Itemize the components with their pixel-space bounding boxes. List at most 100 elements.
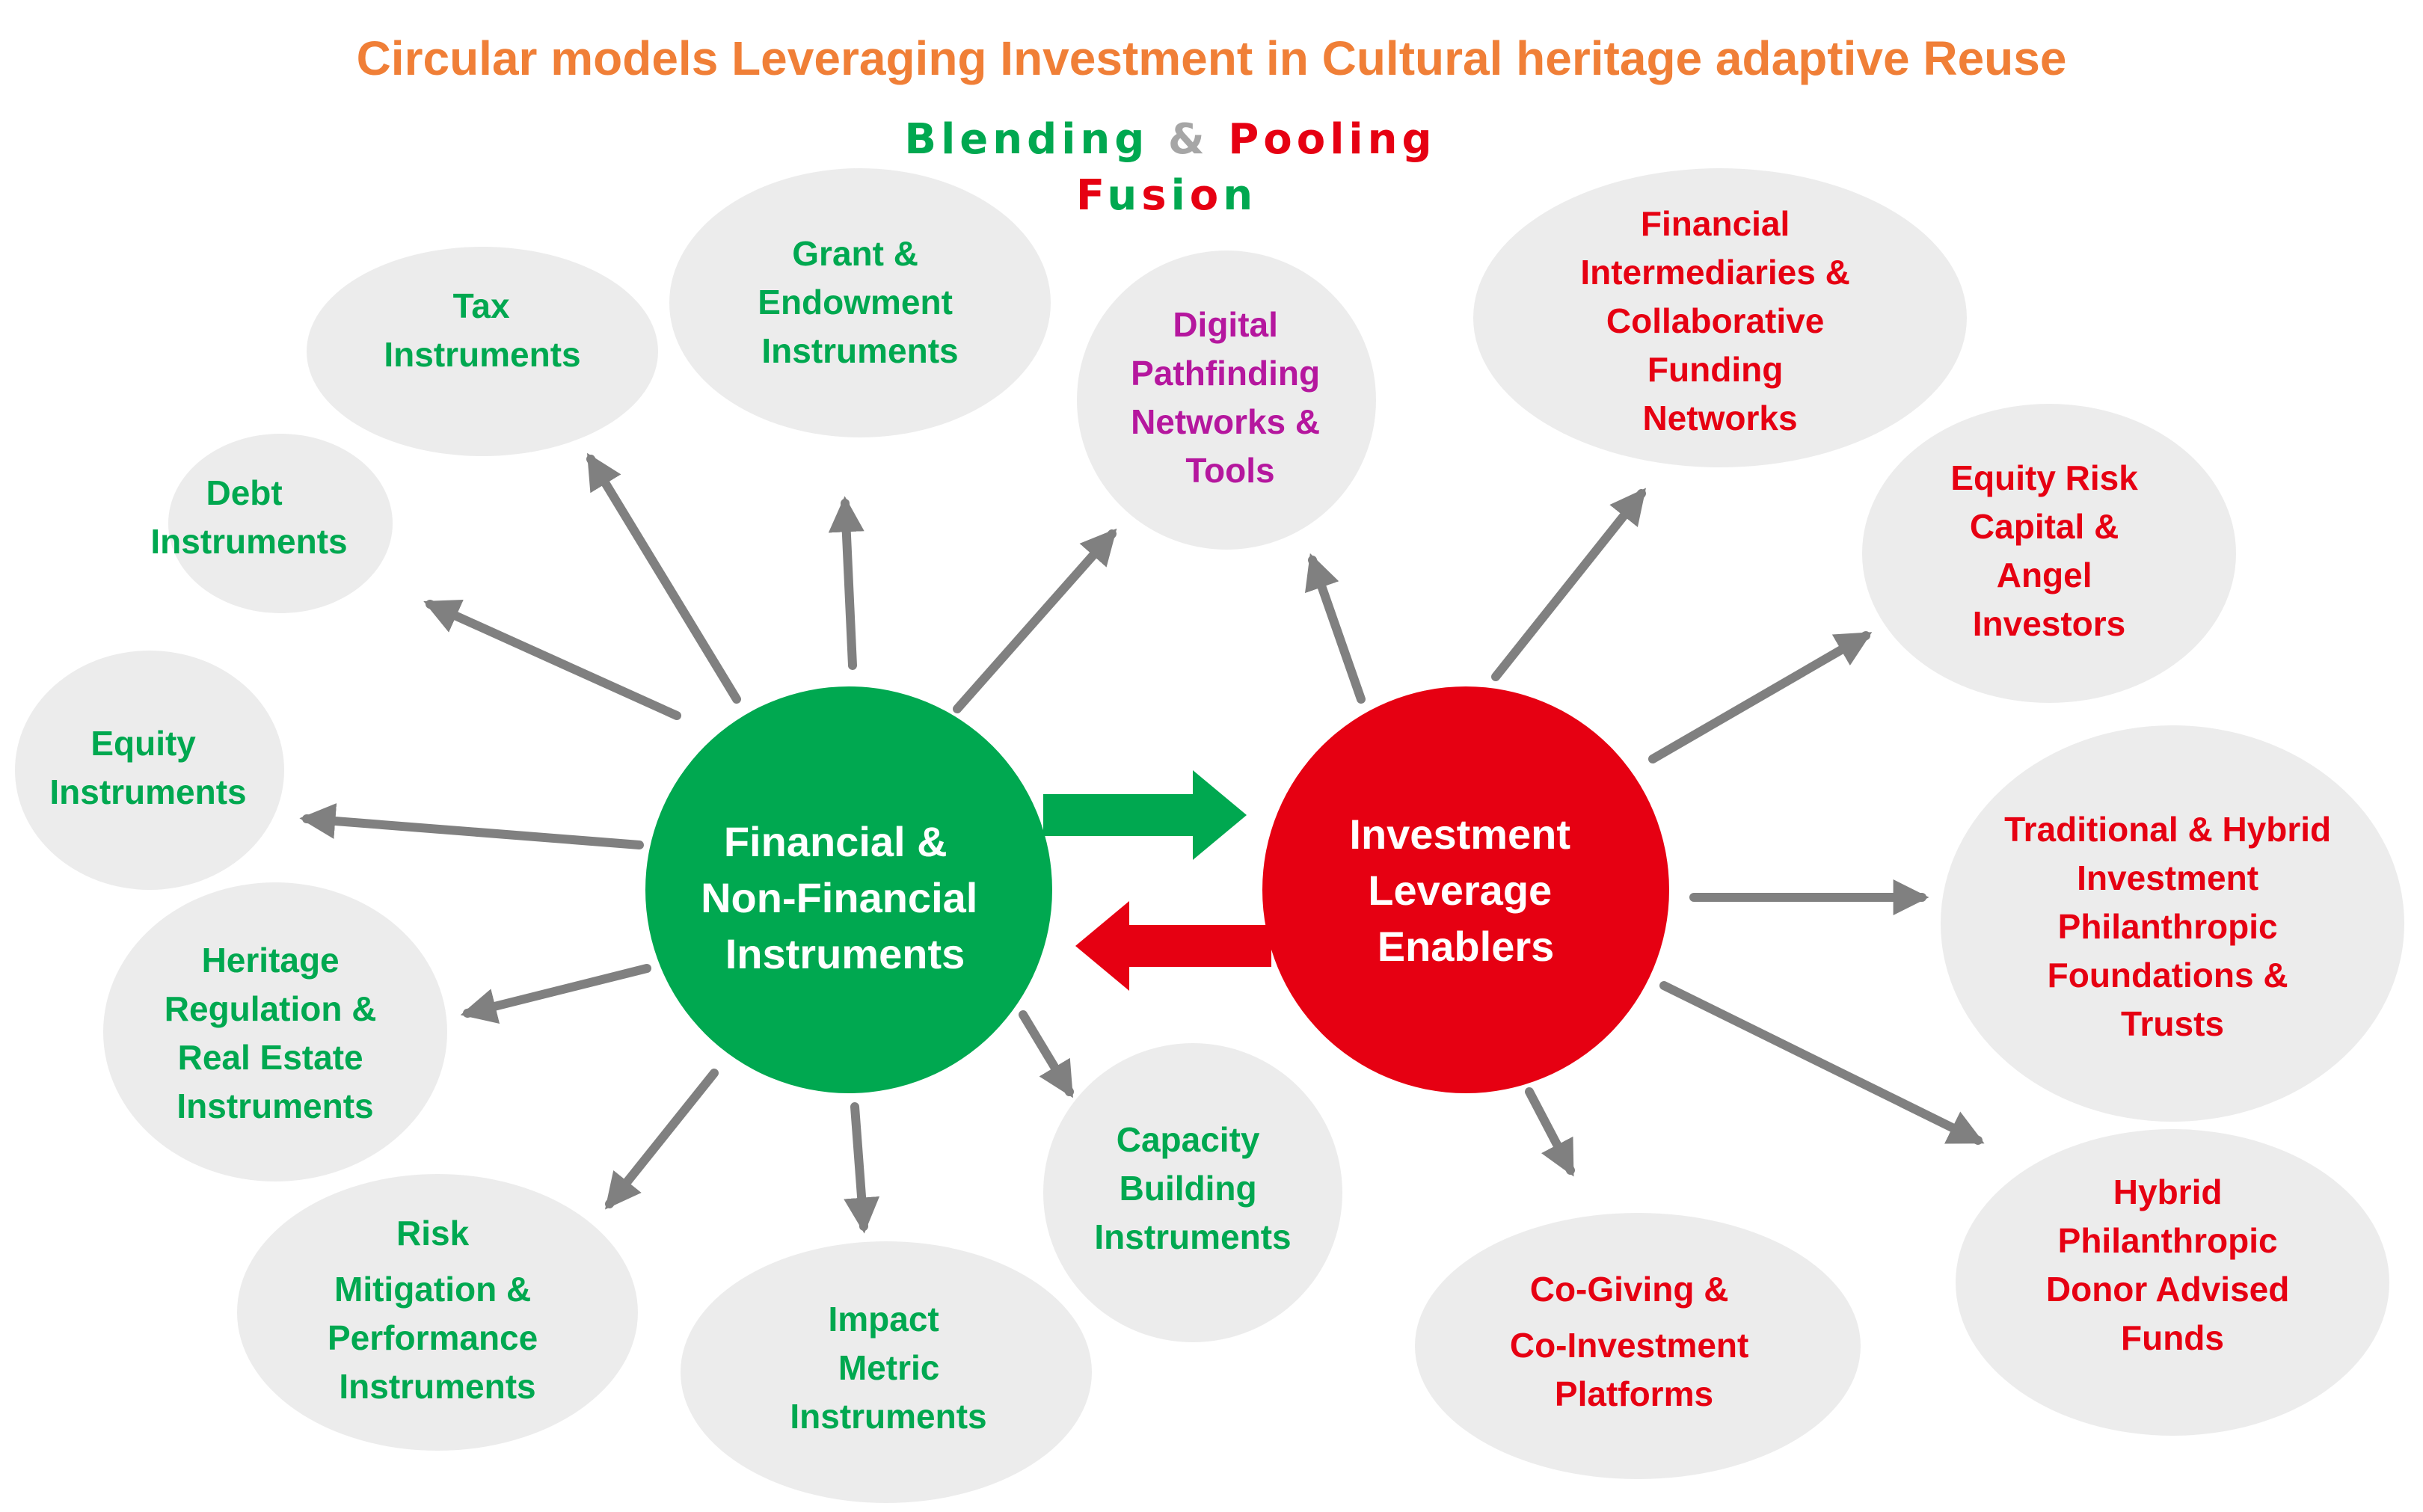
block-arrow-right	[1043, 770, 1247, 860]
label-line: Mitigation &	[334, 1270, 531, 1309]
arrow-to-debt	[423, 599, 681, 720]
label-heritage: Heritage Regulation & Real Estate Instru…	[165, 941, 386, 1125]
hub-leverage-label: Investment Leverage Enablers	[1349, 811, 1582, 970]
label-risk: Risk Mitigation & Performance Instrument…	[328, 1214, 547, 1406]
fusion-letter: o	[1190, 171, 1223, 220]
label-line: Regulation &	[165, 989, 377, 1028]
hub-label-line: Instruments	[725, 930, 965, 977]
arrow-to-risk	[605, 1069, 719, 1210]
label-line: Instruments	[790, 1397, 986, 1436]
label-line: Debt	[206, 473, 282, 512]
arrow-to-digital	[953, 528, 1117, 713]
bubble-equity	[15, 651, 284, 890]
label-line: Financial	[1641, 204, 1790, 243]
bubble-traditional	[1941, 725, 2404, 1122]
label-line: Instruments	[150, 522, 347, 561]
diagram-title: Circular models Leveraging Investment in…	[357, 31, 2067, 85]
arrow-to-impact	[844, 1102, 880, 1234]
label-line: Angel	[1997, 556, 2092, 594]
fusion-letter: n	[1223, 171, 1257, 220]
label-line: Digital	[1173, 305, 1278, 344]
label-line: Investors	[1973, 604, 2126, 643]
hub-label-line: Leverage	[1368, 867, 1552, 914]
bubble-debt	[168, 434, 393, 613]
label-equity-risk: Equity Risk Capital & Angel Investors	[1950, 458, 2147, 643]
subtitle-blending: Blending	[904, 115, 1149, 164]
label-line: Tax	[453, 286, 510, 325]
label-line: Pathfinding	[1131, 354, 1320, 393]
arrow-to-capacity	[1019, 1010, 1074, 1098]
label-line: Real Estate	[178, 1038, 363, 1077]
subtitle-fusion: Fusion	[1076, 171, 1257, 220]
label-line: Heritage	[202, 941, 340, 980]
label-line: Capacity	[1117, 1120, 1260, 1159]
hub-leverage	[1262, 686, 1669, 1093]
label-line: Funding	[1647, 350, 1783, 389]
label-line: Co-Giving &	[1530, 1270, 1729, 1309]
label-grant: Grant & Endowment Instruments	[758, 234, 962, 370]
fusion-letter: i	[1171, 171, 1190, 220]
label-line: Philanthropic	[2058, 907, 2278, 946]
label-line: Co-Investment	[1510, 1326, 1748, 1365]
label-line: Philanthropic	[2058, 1221, 2278, 1260]
label-intermediaries: Financial Intermediaries & Collaborative…	[1580, 204, 1859, 437]
label-line: Impact	[828, 1300, 939, 1339]
arrow-to-hybrid	[1659, 981, 1985, 1145]
label-line: Endowment	[758, 283, 953, 322]
label-line: Platforms	[1555, 1374, 1713, 1413]
subtitle-ampersand: &	[1149, 115, 1228, 164]
block-arrow-left	[1075, 901, 1271, 991]
subtitle-pooling: Pooling	[1228, 115, 1436, 164]
hub-financial	[645, 686, 1052, 1093]
bubble-impact	[681, 1241, 1092, 1503]
hub-label-line: Investment	[1349, 811, 1570, 858]
label-equity: Equity Instruments	[49, 724, 246, 811]
label-line: Building	[1120, 1169, 1257, 1208]
label-line: Equity Risk	[1950, 458, 2138, 497]
arrow-to-heritage	[460, 964, 651, 1024]
arrow-to-grant	[828, 496, 865, 670]
label-line: Donor Advised	[2046, 1270, 2289, 1309]
label-line: Investment	[2077, 858, 2258, 897]
label-line: Collaborative	[1606, 301, 1824, 340]
label-line: Instruments	[761, 331, 958, 370]
label-line: Instruments	[176, 1087, 373, 1125]
label-hybrid: Hybrid Philanthropic Donor Advised Funds	[2046, 1173, 2299, 1357]
label-line: Performance	[328, 1318, 538, 1357]
label-line: Grant &	[792, 234, 918, 273]
bubble-risk	[237, 1174, 638, 1451]
label-line: Capital &	[1970, 507, 2119, 546]
label-line: Funds	[2121, 1318, 2224, 1357]
arrow-to-intermediaries	[1491, 488, 1646, 681]
label-traditional: Traditional & Hybrid Investment Philanth…	[2004, 810, 2341, 1043]
bubble-hybrid	[1956, 1129, 2389, 1436]
subtitle-blending-pooling: Blending & Pooling	[904, 115, 1436, 164]
bubble-tax	[307, 247, 658, 456]
fusion-letter: s	[1141, 171, 1170, 220]
label-tax: Tax Instruments	[384, 286, 580, 374]
bubble-heritage	[103, 882, 447, 1181]
bubble-digital	[1077, 251, 1376, 550]
label-line: Instruments	[1094, 1217, 1291, 1256]
arrow-to-tax	[586, 452, 741, 704]
arrow-to-cogiving	[1525, 1087, 1575, 1177]
fusion-letter: F	[1076, 171, 1107, 220]
arrow-to-equity-risk	[1648, 631, 1873, 763]
label-line: Networks	[1642, 399, 1797, 437]
bubble-labels: Tax Instruments Grant & Endowment Instru…	[49, 204, 2341, 1436]
label-line: Networks &	[1131, 402, 1320, 441]
arrow-to-digital-from-leverage	[1305, 553, 1366, 704]
fusion-letter: u	[1107, 171, 1141, 220]
bubble-equity-risk	[1862, 404, 2236, 703]
bubble-cogiving	[1415, 1213, 1861, 1479]
bubble-intermediaries	[1473, 168, 1967, 467]
hub-label-line: Enablers	[1378, 923, 1555, 970]
label-line: Instruments	[384, 335, 580, 374]
label-cogiving: Co-Giving & Co-Investment Platforms	[1510, 1270, 1758, 1413]
label-line: Metric	[838, 1348, 939, 1387]
hub-label-line: Financial &	[724, 818, 948, 865]
label-line: Traditional & Hybrid	[2004, 810, 2331, 849]
label-line: Instruments	[339, 1367, 535, 1406]
label-capacity: Capacity Building Instruments	[1094, 1120, 1291, 1256]
arrow-to-equity	[299, 803, 644, 849]
